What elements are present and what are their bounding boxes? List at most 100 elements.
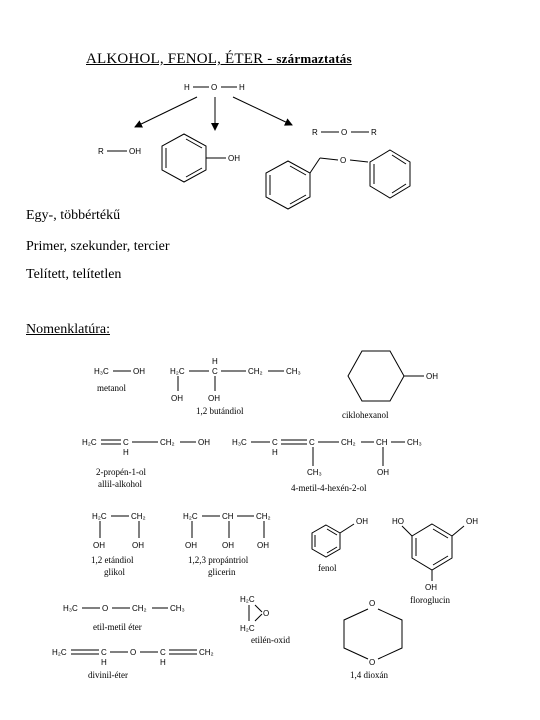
svg-text:CH₂: CH₂ <box>256 512 271 521</box>
svg-text:OH: OH <box>185 541 197 550</box>
svg-text:1,4 dioxán: 1,4 dioxán <box>350 670 388 680</box>
svg-text:CH₃: CH₃ <box>286 367 301 376</box>
svg-text:H₂C: H₂C <box>92 512 107 521</box>
compound-propantriol: H₂C CH CH₂ OH OH OH 1,2,3 propántriol gl… <box>183 512 271 577</box>
svg-text:R: R <box>371 128 377 137</box>
svg-text:R: R <box>312 128 318 137</box>
svg-text:H: H <box>212 357 218 366</box>
svg-text:OH: OH <box>466 517 478 526</box>
svg-text:floroglucin: floroglucin <box>410 595 450 605</box>
svg-text:metanol: metanol <box>97 383 126 393</box>
svg-text:glicerin: glicerin <box>208 567 236 577</box>
compound-etil-metil-eter: H₃C O CH₂ CH₃ etil-metil éter <box>63 604 185 632</box>
compound-etandiol: H₂C CH₂ OH OH 1,2 etándiol glikol <box>91 512 146 577</box>
class-line-degree: Primer, szekunder, tercier <box>26 239 170 254</box>
svg-text:O: O <box>263 609 269 618</box>
svg-text:C: C <box>123 438 129 447</box>
svg-text:OH: OH <box>377 468 389 477</box>
svg-text:CH₂: CH₂ <box>160 438 175 447</box>
svg-text:H: H <box>184 83 190 92</box>
svg-text:O: O <box>130 648 136 657</box>
svg-text:H₂C: H₂C <box>52 648 67 657</box>
svg-text:1,2 etándiol: 1,2 etándiol <box>91 555 134 565</box>
svg-text:OH: OH <box>132 541 144 550</box>
svg-text:H: H <box>101 658 107 667</box>
svg-text:OH: OH <box>426 372 438 381</box>
svg-text:H: H <box>239 83 245 92</box>
svg-text:CH₂: CH₂ <box>131 512 146 521</box>
svg-text:R: R <box>98 147 104 156</box>
svg-text:H₃C: H₃C <box>63 604 78 613</box>
svg-text:OH: OH <box>129 147 141 156</box>
svg-text:CH₂: CH₂ <box>248 367 263 376</box>
svg-text:H: H <box>123 448 129 457</box>
svg-text:1,2 butándiol: 1,2 butándiol <box>196 406 244 416</box>
svg-text:glikol: glikol <box>104 567 126 577</box>
class-line-valency: Egy-, többértékű <box>26 208 121 223</box>
svg-text:H₂C: H₂C <box>240 595 255 604</box>
svg-text:CH₂: CH₂ <box>341 438 356 447</box>
svg-text:O: O <box>102 604 108 613</box>
svg-text:OH: OH <box>171 394 183 403</box>
svg-text:CH: CH <box>376 438 388 447</box>
svg-text:O: O <box>341 128 347 137</box>
svg-text:allil-alkohol: allil-alkohol <box>98 479 142 489</box>
compound-dioxan: O O 1,4 dioxán <box>343 599 403 680</box>
svg-text:C: C <box>101 648 107 657</box>
svg-text:1,2,3 propántriol: 1,2,3 propántriol <box>188 555 249 565</box>
svg-text:HO: HO <box>392 517 404 526</box>
svg-text:H₃C: H₃C <box>232 438 247 447</box>
compound-butandiol: H₂C H C CH₂ CH₃ OH OH 1,2 butándiol <box>170 357 301 416</box>
compound-metil-hexenol: H₃C C H C CH₂ CH CH₃ CH₃ OH 4-metil-4-he… <box>232 438 422 493</box>
svg-text:CH₃: CH₃ <box>307 468 322 477</box>
svg-text:C: C <box>309 438 315 447</box>
water-molecule: H O H <box>184 83 245 92</box>
svg-text:O: O <box>211 83 217 92</box>
svg-text:ciklohexanol: ciklohexanol <box>342 410 389 420</box>
derivation-arrows <box>134 96 293 131</box>
compound-ciklohexanol: OH ciklohexanol <box>342 350 438 420</box>
nomenclature-heading: Nomenklatúra: <box>26 322 110 337</box>
svg-text:C: C <box>272 438 278 447</box>
compound-metanol: H₃C OH metanol <box>94 367 145 393</box>
svg-text:CH₂: CH₂ <box>132 604 147 613</box>
svg-text:4-metil-4-hexén-2-ol: 4-metil-4-hexén-2-ol <box>291 483 367 493</box>
svg-text:OH: OH <box>257 541 269 550</box>
svg-text:C: C <box>160 648 166 657</box>
svg-text:OH: OH <box>133 367 145 376</box>
svg-text:fenol: fenol <box>318 563 337 573</box>
svg-text:CH₃: CH₃ <box>407 438 422 447</box>
svg-text:H: H <box>160 658 166 667</box>
diphenyl-ether: O <box>265 149 411 210</box>
svg-text:OH: OH <box>425 583 437 592</box>
svg-text:H₂C: H₂C <box>82 438 97 447</box>
svg-text:O: O <box>340 156 346 165</box>
svg-text:divinil-éter: divinil-éter <box>88 670 128 680</box>
ether-general: R O R <box>312 128 377 137</box>
compound-divinil-eter: H₂C C H O C H CH₂ divinil-éter <box>52 648 214 680</box>
svg-text:OH: OH <box>208 394 220 403</box>
svg-text:H: H <box>272 448 278 457</box>
phenol-general: OH <box>161 133 240 183</box>
class-line-saturation: Telített, telítetlen <box>26 267 122 282</box>
svg-text:CH₃: CH₃ <box>170 604 185 613</box>
compound-floroglucin: HO OH OH floroglucin <box>392 517 478 605</box>
svg-text:H₂C: H₂C <box>170 367 185 376</box>
svg-text:H₃C: H₃C <box>94 367 109 376</box>
svg-text:OH: OH <box>356 517 368 526</box>
svg-text:C: C <box>212 367 218 376</box>
svg-text:OH: OH <box>222 541 234 550</box>
svg-text:H₂C: H₂C <box>183 512 198 521</box>
svg-text:H₂C: H₂C <box>240 624 255 633</box>
svg-text:OH: OH <box>228 154 240 163</box>
compound-fenol: OH fenol <box>311 517 368 573</box>
alcohol-general: R OH <box>98 147 141 156</box>
compound-allil-alkohol: H₂C C H CH₂ OH 2-propén-1-ol allil-alkoh… <box>82 438 210 489</box>
svg-text:CH₂: CH₂ <box>199 648 214 657</box>
svg-text:OH: OH <box>93 541 105 550</box>
svg-text:CH: CH <box>222 512 234 521</box>
compound-etilen-oxid: H₂C H₂C O etilén-oxid <box>240 595 290 645</box>
svg-text:OH: OH <box>198 438 210 447</box>
svg-text:etilén-oxid: etilén-oxid <box>251 635 290 645</box>
